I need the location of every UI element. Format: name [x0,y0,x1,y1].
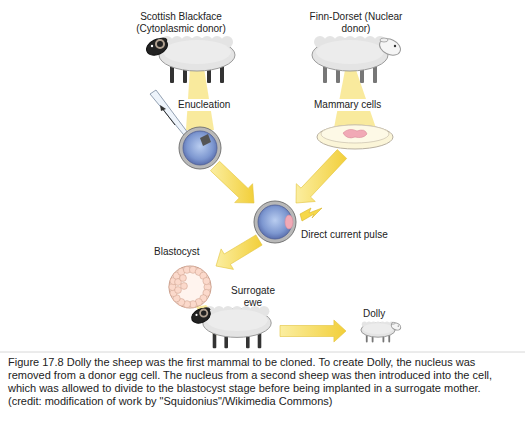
mammary-cells [343,129,367,138]
blastocyst-cell [203,277,210,284]
fused-egg [258,205,292,239]
stage-label: Blastocyst [153,246,201,258]
inner-cell-mass [181,283,188,290]
pipette-arrow [160,105,166,111]
stage-label: Surrogate ewe [222,285,284,309]
donor-nucleus [285,215,293,229]
petri-dish [317,125,393,149]
block-arrow [280,320,346,342]
inner-cell-mass [180,275,187,282]
finn-dorset-sheep [312,36,403,83]
fused-egg-zona [254,201,296,243]
pipette-arrow [162,108,175,125]
petri-dish [321,125,389,143]
surrogate-ewe-sheep [189,305,271,348]
inner-cell-mass [175,287,182,294]
block-arrow [211,161,255,203]
current-pulse-bolt [300,208,322,221]
egg-cell [183,131,217,165]
stage-label: Dolly [362,308,386,320]
step-label: Direct current pulse [300,229,389,241]
figure-caption: Figure 17.8 Dolly the sheep was the firs… [8,356,516,408]
donor-label: Finn-Dorset (Nuclear donor) [308,11,405,35]
scottish-blackface-sheep [144,36,235,83]
block-arrow [296,150,347,203]
blastocyst [169,266,211,308]
dolly-lamb [361,321,402,342]
block-arrow [216,235,262,270]
egg-zona [179,127,221,169]
pipette [150,90,191,140]
removed-nucleus [200,134,211,146]
step-label: Enucleation [177,99,231,111]
step-label: Mammary cells [313,99,382,111]
donor-label: Scottish Blackface (Cytoplasmic donor) [120,11,242,35]
